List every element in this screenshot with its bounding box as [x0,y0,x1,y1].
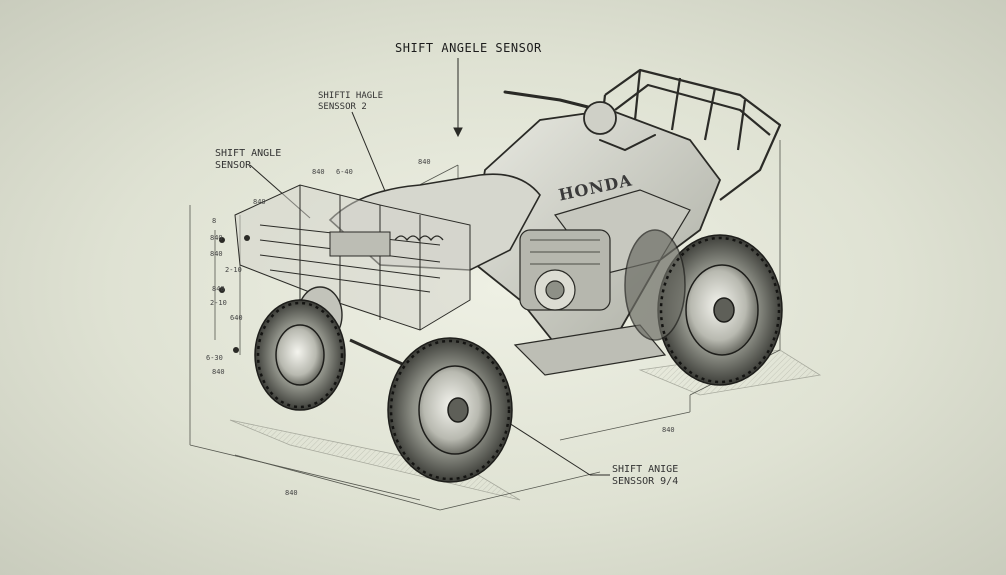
dim-ticks [219,235,250,353]
engine [519,229,611,311]
dim-label: 840 [253,198,266,206]
dim-label: 840 [210,250,223,258]
dim-label: 840 [662,426,675,434]
dim-label: 640 [230,314,243,322]
callout-left-line2: SENSOR [215,160,252,171]
dim-label: 840 [285,489,298,497]
dim-label: 6-30 [206,354,223,362]
callout-sensor-2-line1: SHIFTI HAGLE [318,91,384,101]
dim-label: 2-10 [225,266,242,274]
callout-sensor-2-line2: SENSSOR 2 [318,102,367,112]
dim-label: 840 [212,368,225,376]
dim-label: 6-40 [336,168,353,176]
dim-label: 840 [212,285,225,293]
dim-label: 840 [210,234,223,242]
tread-marks [256,236,781,481]
dim-label: 2-10 [210,299,227,307]
callout-shift-angle-sensor-top: SHIFT ANGELE SENSOR [395,41,542,55]
dim-label: 840 [418,158,431,166]
callout-left-line1: SHIFT ANGLE [215,148,282,159]
dim-label: 8 [212,217,217,225]
handlebar [503,90,656,152]
front-left-tire [624,229,686,341]
callout-bottom-line1: SHIFT ANIGE [612,464,679,475]
tires [254,229,783,483]
callout-bottom-line2: SENSSOR 9/4 [612,476,679,487]
dim-label: 840 [312,168,325,176]
